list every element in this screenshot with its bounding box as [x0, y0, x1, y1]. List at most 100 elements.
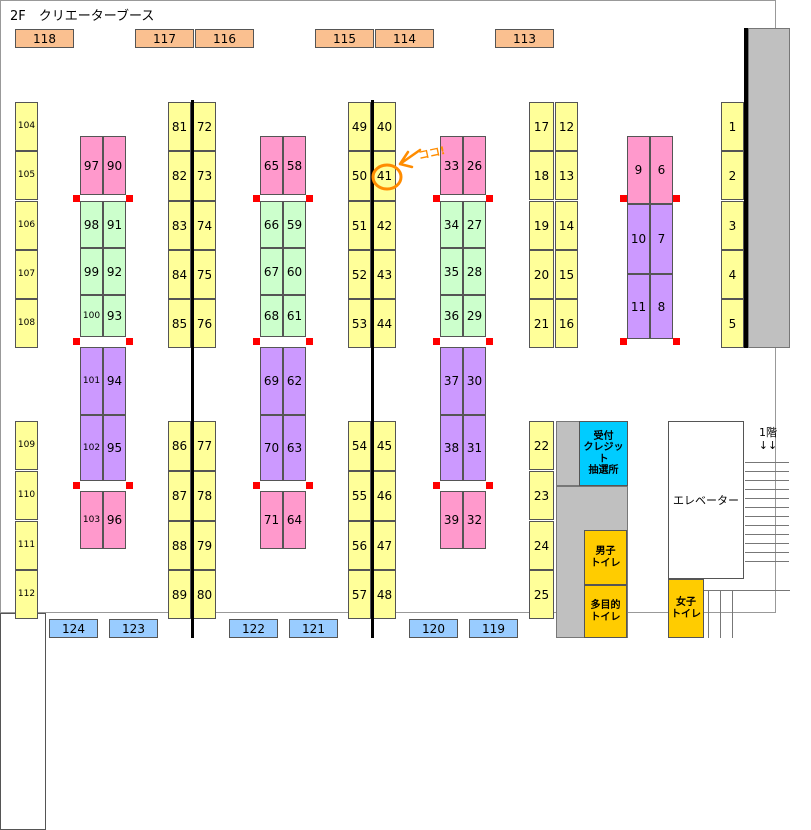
- booth: 57: [348, 570, 371, 619]
- booth: 63: [283, 415, 306, 481]
- booth: 56: [348, 521, 371, 570]
- booth: 105: [15, 151, 38, 200]
- marker: [620, 338, 627, 345]
- booth: 124: [49, 619, 98, 638]
- marker: [486, 338, 493, 345]
- divider-wall: [191, 100, 194, 638]
- booth: 91: [103, 201, 126, 248]
- booth: 108: [15, 299, 38, 348]
- booth: 69: [260, 347, 283, 415]
- booth: 119: [469, 619, 518, 638]
- booth: 36: [440, 295, 463, 337]
- booth: 62: [283, 347, 306, 415]
- elevator: エレベーター: [668, 421, 744, 579]
- multi-purpose-toilet: 多目的 トイレ: [584, 585, 627, 638]
- marker: [673, 338, 680, 345]
- marker: [73, 338, 80, 345]
- stair-step: [745, 543, 789, 544]
- booth: 6: [650, 136, 673, 204]
- booth: 23: [529, 471, 554, 520]
- booth: 98: [80, 201, 103, 248]
- booth: 88: [168, 521, 191, 570]
- booth: 82: [168, 151, 191, 201]
- booth: 5: [721, 299, 744, 348]
- booth: 113: [495, 29, 554, 48]
- booth: 70: [260, 415, 283, 481]
- map-title: 2F クリエーターブース: [10, 9, 155, 24]
- booth: 92: [103, 248, 126, 295]
- booth: 45: [373, 421, 396, 471]
- womens-toilet: 女子 トイレ: [668, 579, 704, 638]
- stair-step: [745, 516, 789, 517]
- booth: 66: [260, 201, 283, 248]
- stair-step: [704, 590, 790, 591]
- stair-step: [732, 590, 733, 638]
- booth: 76: [193, 299, 216, 348]
- booth: 84: [168, 250, 191, 299]
- booth: 2: [721, 151, 744, 200]
- booth: 12: [555, 102, 578, 151]
- booth: 104: [15, 102, 38, 151]
- stair-step: [745, 507, 789, 508]
- stair-step: [745, 534, 789, 535]
- marker: [673, 195, 680, 202]
- stair-step: [745, 462, 789, 463]
- booth: 16: [555, 299, 578, 348]
- marker: [126, 338, 133, 345]
- marker: [486, 195, 493, 202]
- booth: 85: [168, 299, 191, 348]
- booth: 114: [375, 29, 434, 48]
- booth: 7: [650, 204, 673, 274]
- booth: 51: [348, 201, 371, 250]
- stair-step: [745, 561, 789, 562]
- booth: 25: [529, 570, 554, 619]
- booth: 32: [463, 491, 486, 549]
- partition-wall: [744, 28, 748, 348]
- booth: 17: [529, 102, 554, 151]
- booth: 89: [168, 570, 191, 619]
- booth: 10: [627, 204, 650, 274]
- booth: 14: [555, 201, 578, 250]
- marker: [306, 482, 313, 489]
- booth: 120: [409, 619, 458, 638]
- booth: 115: [315, 29, 374, 48]
- booth: 41: [373, 151, 396, 201]
- booth: 117: [135, 29, 194, 48]
- booth: 60: [283, 248, 306, 295]
- booth: 99: [80, 248, 103, 295]
- booth: 39: [440, 491, 463, 549]
- booth: 67: [260, 248, 283, 295]
- booth: 43: [373, 250, 396, 299]
- marker: [486, 482, 493, 489]
- mens-toilet: 男子 トイレ: [584, 530, 627, 585]
- booth: 55: [348, 471, 371, 521]
- booth: 106: [15, 201, 38, 250]
- booth: 37: [440, 347, 463, 415]
- booth: 100: [80, 295, 103, 337]
- booth: 103: [80, 491, 103, 549]
- booth: 96: [103, 491, 126, 549]
- booth: 35: [440, 248, 463, 295]
- booth: 79: [193, 521, 216, 570]
- booth: 31: [463, 415, 486, 481]
- booth: 118: [15, 29, 74, 48]
- marker: [126, 195, 133, 202]
- booth: 101: [80, 347, 103, 415]
- booth: 68: [260, 295, 283, 337]
- booth: 18: [529, 151, 554, 200]
- booth: 121: [289, 619, 338, 638]
- booth: 72: [193, 102, 216, 151]
- booth: 58: [283, 136, 306, 195]
- stair-step: [745, 480, 789, 481]
- booth: 19: [529, 201, 554, 250]
- booth: 122: [229, 619, 278, 638]
- booth: 1: [721, 102, 744, 151]
- booth: 38: [440, 415, 463, 481]
- booth: 54: [348, 421, 371, 471]
- stair-step: [708, 590, 709, 638]
- marker: [126, 482, 133, 489]
- booth: 95: [103, 415, 126, 481]
- booth: 26: [463, 136, 486, 195]
- booth: 3: [721, 201, 744, 250]
- reception-booth: 受付 クレジット 抽選所: [579, 421, 628, 486]
